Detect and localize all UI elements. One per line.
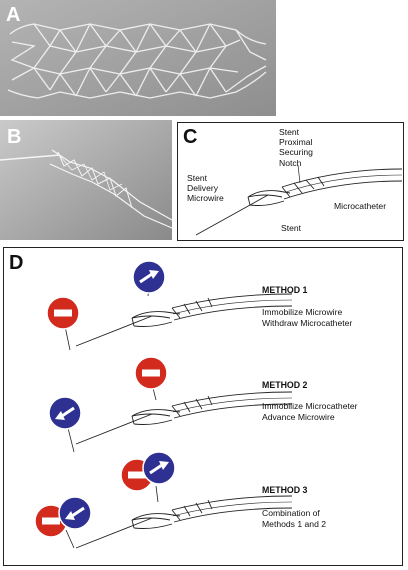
stop-sign-icon <box>134 356 168 390</box>
method-3-description: Combination of Methods 1 and 2 <box>262 508 327 530</box>
stent-catheter-diagram <box>195 164 403 236</box>
panel-c-diagram: C Stent Proximal Securing Notch Stent De… <box>177 122 404 241</box>
arrow-sign-icon <box>132 260 166 294</box>
stent-delivery-illustration <box>0 120 173 240</box>
panel-letter-d: D <box>9 252 24 274</box>
arrow-sign-icon <box>58 496 92 530</box>
label-stent: Stent <box>281 223 302 233</box>
expanded-stent-illustration <box>0 0 276 116</box>
panel-b-delivery-photo: B <box>0 120 173 240</box>
panel-a-stent-photo: A <box>0 0 276 116</box>
method-2-description: Immobilize Microcatheter Advance Microwi… <box>262 401 358 423</box>
method-1-description: Immobilize Microwire Withdraw Microcathe… <box>262 307 353 329</box>
arrow-sign-icon <box>48 396 82 430</box>
panel-letter-c: C <box>183 126 198 148</box>
method-2-title: METHOD 2 <box>262 380 308 390</box>
panel-d-methods: D <box>3 247 403 566</box>
stop-sign-icon <box>46 296 80 330</box>
method-1-title: METHOD 1 <box>262 285 308 295</box>
label-microcatheter: Microcatheter <box>334 201 387 211</box>
method-3-title: METHOD 3 <box>262 485 308 495</box>
label-notch: Stent Proximal Securing Notch <box>279 127 313 168</box>
panel-letter-a: A <box>6 4 21 26</box>
panel-letter-b: B <box>7 126 22 148</box>
arrow-sign-icon <box>142 451 176 485</box>
label-microwire: Stent Delivery Microwire <box>187 173 224 204</box>
